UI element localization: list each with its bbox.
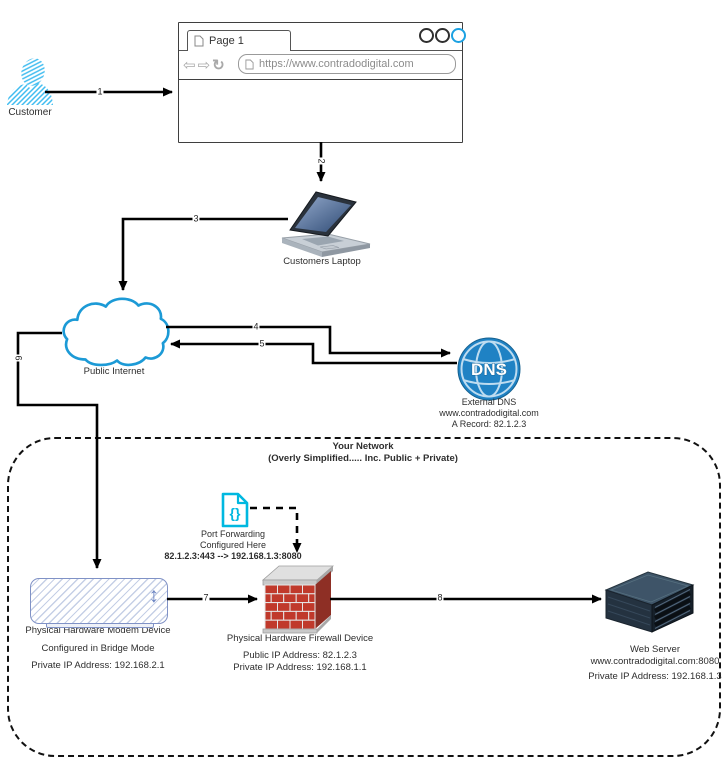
arrow-3-laptop-to-internet	[118, 217, 288, 291]
port-forwarding-rule: 82.1.2.3:443 --> 192.168.1.3:8080	[164, 550, 302, 561]
flow-step-6: 6	[13, 354, 24, 362]
dns-record: A Record: 82.1.2.3	[451, 418, 527, 429]
flow-step-4: 4	[252, 321, 260, 332]
customer-person-icon	[7, 58, 53, 105]
browser-nav-icons: ⇦ ⇨ ↻	[183, 52, 225, 78]
port-forwarding-line1: Port Forwarding	[200, 529, 266, 539]
dns-icon-text: DNS	[471, 360, 507, 379]
modem-mode: Configured in Bridge Mode	[41, 642, 155, 654]
flow-step-8: 8	[436, 592, 444, 603]
customer-label: Customer	[8, 107, 52, 118]
forward-icon[interactable]: ⇨	[197, 57, 211, 74]
back-icon[interactable]: ⇦	[183, 57, 196, 74]
network-title: Your Network	[332, 441, 394, 452]
page-icon	[245, 59, 254, 69]
tab-row-line	[179, 50, 462, 51]
modem-device-icon: ↕	[30, 578, 168, 624]
port-forwarding-label: Port Forwarding Configured Here 82.1.2.3…	[148, 529, 318, 561]
arrow-5-dns-to-internet	[170, 339, 457, 365]
firewall-brick-icon	[261, 565, 335, 634]
url-text: https://www.contradodigital.com	[259, 58, 414, 70]
page-icon	[194, 35, 204, 47]
flow-step-1: 1	[96, 86, 104, 97]
laptop-label: Customers Laptop	[283, 256, 361, 267]
window-circle-3[interactable]	[451, 28, 466, 43]
modem-labels: Physical Hardware Modem Device Configure…	[0, 625, 198, 672]
address-bar[interactable]: https://www.contradodigital.com	[238, 54, 456, 74]
internet-cloud-icon	[62, 297, 170, 367]
modem-name: Physical Hardware Modem Device	[25, 625, 171, 636]
network-subtitle: (Overly Simplified..... Inc. Public + Pr…	[268, 452, 458, 464]
braces-icon-text: {}	[230, 505, 241, 521]
server-ip: Private IP Address: 192.168.1.3	[588, 671, 722, 682]
firewall-public-ip: Public IP Address: 82.1.2.3	[243, 650, 357, 661]
flow-step-3: 3	[192, 213, 200, 224]
web-server-icon	[604, 571, 695, 633]
firewall-name: Physical Hardware Firewall Device	[226, 633, 374, 644]
modem-ip: Private IP Address: 192.168.2.1	[31, 660, 165, 671]
browser-window: Page 1 ⇦ ⇨ ↻ https://www.contradodigital…	[178, 22, 466, 143]
dns-title: External DNS	[461, 397, 517, 407]
network-boundary-title: Your Network (Overly Simplified..... Inc…	[163, 441, 563, 464]
updown-arrow-icon: ↕	[148, 584, 160, 607]
browser-tab-label: Page 1	[209, 35, 244, 47]
server-name-block: Web Server www.contradodigital.com:8080	[565, 644, 727, 667]
dns-label: External DNS www.contradodigital.com A R…	[414, 397, 564, 429]
browser-content-divider	[179, 79, 462, 80]
arrow-4-internet-to-dns	[166, 325, 451, 358]
window-circle-2[interactable]	[435, 28, 450, 43]
port-forwarding-line2: Configured Here	[199, 539, 267, 550]
firewall-private-ip: Private IP Address: 192.168.1.1	[233, 661, 367, 673]
laptop-icon	[281, 191, 371, 257]
flow-step-2: 2	[316, 157, 327, 165]
flow-step-7: 7	[202, 592, 210, 603]
dns-globe-icon: DNS	[457, 337, 521, 401]
server-host: www.contradodigital.com:8080	[590, 655, 720, 667]
your-network-boundary	[7, 437, 721, 757]
server-name: Web Server	[630, 644, 680, 655]
firewall-ips: Public IP Address: 82.1.2.3 Private IP A…	[210, 650, 390, 673]
refresh-icon[interactable]: ↻	[212, 57, 225, 74]
internet-label: Public Internet	[83, 366, 145, 377]
flow-step-5: 5	[258, 338, 266, 349]
port-forwarding-icon: {}	[221, 492, 249, 528]
browser-tab[interactable]: Page 1	[187, 30, 291, 51]
dns-domain: www.contradodigital.com	[439, 407, 539, 418]
window-circle-1[interactable]	[419, 28, 434, 43]
